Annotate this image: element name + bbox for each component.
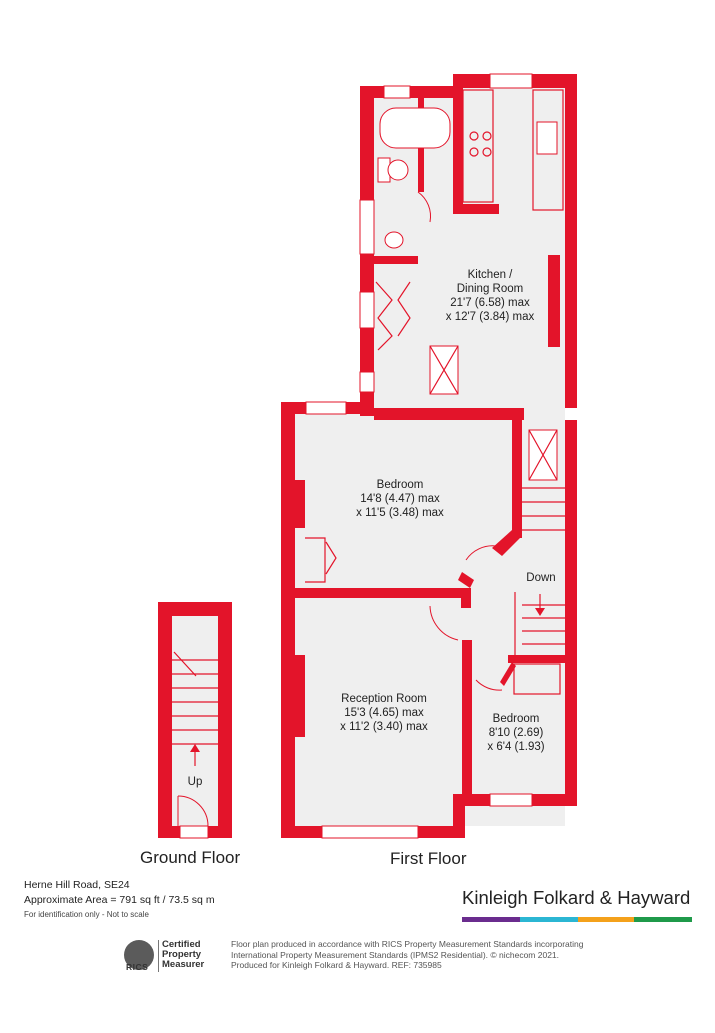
disclaimer: Floor plan produced in accordance with R… [231, 939, 583, 971]
reception-dim-1: 15'3 (4.65) max [344, 707, 424, 719]
bedroom-1-name: Bedroom [376, 479, 424, 491]
reception-name: Reception Room [341, 693, 427, 705]
kitchen-name-2: Dining Room [456, 283, 524, 295]
rics-badge: RICS Certified Property Measurer [124, 940, 220, 974]
rics-line-1: Certified [162, 939, 201, 950]
disclaimer-line-1: Floor plan produced in accordance with R… [231, 939, 584, 949]
bedroom-2-dim-1: 8'10 (2.69) [488, 727, 544, 739]
property-area: Approximate Area = 791 sq ft / 73.5 sq m [24, 894, 215, 906]
disclaimer-line-2: International Property Measurement Stand… [231, 949, 560, 960]
bedroom-1-dim-1: 14'8 (4.47) max [360, 493, 440, 505]
rics-logo-text: RICS [126, 962, 149, 972]
property-address: Herne Hill Road, SE24 [24, 879, 130, 891]
room-label-kitchen: Kitchen / Dining Room 21'7 (6.58) max x … [428, 268, 552, 324]
brand-bar-orange [578, 917, 634, 922]
stairs-down-label: Down [526, 572, 556, 584]
reception-dim-2: x 11'2 (3.40) max [340, 721, 428, 733]
bedroom-2-name: Bedroom [492, 713, 540, 725]
stairs-first-floor [514, 487, 565, 655]
first-floor-plan [281, 73, 577, 839]
ground-floor-plan [158, 602, 232, 839]
brand-bar-blue [520, 917, 578, 922]
brand-name: Kinleigh Folkard & Hayward [462, 887, 691, 908]
rics-separator [158, 940, 159, 972]
property-note: For identification only - Not to scale [24, 910, 149, 919]
rics-certified-text: Certified Property Measurer [162, 940, 204, 970]
rics-line-2: Property [162, 949, 202, 960]
rics-line-3: Measurer [162, 959, 205, 970]
brand-bar-purple [462, 917, 520, 922]
first-floor-title: First Floor [390, 849, 467, 868]
bedroom-2-dim-2: x 6'4 (1.93) [487, 741, 545, 753]
rics-logo-icon [124, 940, 154, 970]
disclaimer-line-3: Produced for Kinleigh Folkard & Hayward.… [231, 960, 442, 970]
room-label-bedroom-2: Bedroom 8'10 (2.69) x 6'4 (1.93) [472, 712, 560, 754]
kitchen-dim-2: x 12'7 (3.84) max [445, 311, 535, 323]
room-label-bedroom-1: Bedroom 14'8 (4.47) max x 11'5 (3.48) ma… [338, 478, 462, 520]
kitchen-dim-1: 21'7 (6.58) max [450, 297, 530, 309]
stairs-up-label: Up [187, 776, 203, 788]
kitchen-name: Kitchen / [467, 269, 513, 281]
ground-floor-title: Ground Floor [140, 848, 241, 867]
room-label-reception: Reception Room 15'3 (4.65) max x 11'2 (3… [322, 692, 446, 734]
bedroom-1-dim-2: x 11'5 (3.48) max [356, 507, 444, 519]
stairs-ground-floor [172, 651, 218, 766]
brand-bar-green [634, 917, 692, 922]
